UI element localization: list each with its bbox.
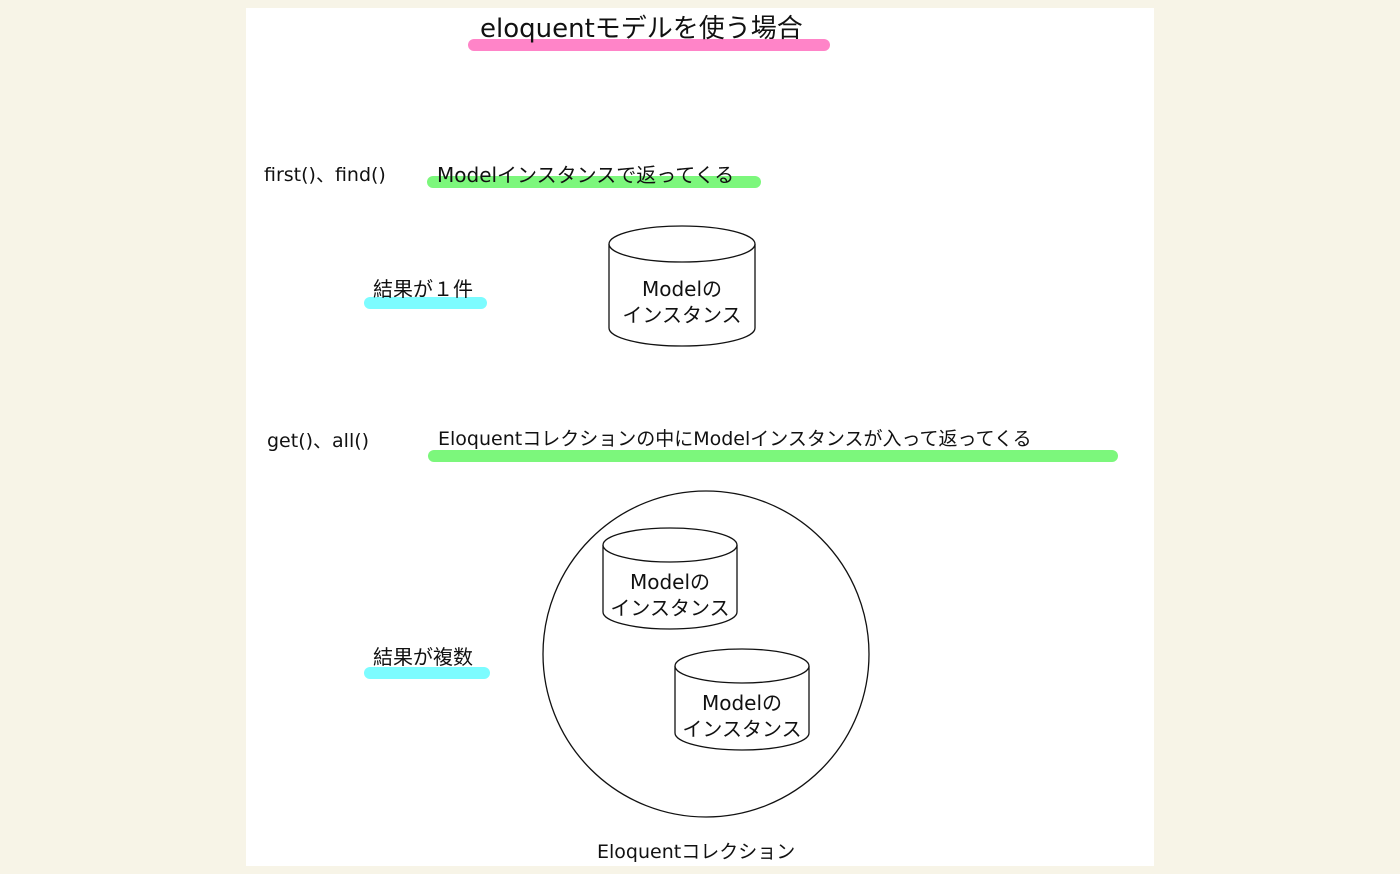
page-title: eloquentモデルを使う場合 [480, 14, 803, 44]
multiple-result-label: 結果が複数 [373, 645, 473, 669]
multiple-methods-label: get()、all() [267, 430, 370, 452]
single-methods-label: first()、find() [264, 164, 386, 186]
single-result-label: 結果が１件 [373, 277, 473, 301]
collection-instance-label-2: Modelの インスタンス [675, 690, 809, 742]
title-highlight [468, 39, 830, 51]
single-returns-label: Modelインスタンスで返ってくる [437, 163, 735, 187]
collection-label: Eloquentコレクション [597, 841, 796, 863]
collection-instance-1-line2: インスタンス [610, 596, 730, 620]
single-instance-line2: インスタンス [622, 303, 742, 327]
single-result-highlight [364, 297, 487, 309]
single-instance-label: Modelの インスタンス [609, 276, 755, 328]
single-returns-highlight [427, 176, 761, 188]
collection-instance-label-1: Modelの インスタンス [603, 569, 737, 621]
collection-instance-1-line1: Modelの [629, 570, 711, 594]
multiple-returns-label: Eloquentコレクションの中にModelインスタンスが入って返ってくる [438, 428, 1032, 450]
multiple-result-highlight [364, 667, 490, 679]
single-instance-line1: Modelの [641, 277, 723, 301]
collection-instance-2-line2: インスタンス [682, 717, 802, 741]
collection-instance-2-line1: Modelの [701, 691, 783, 715]
multiple-returns-highlight [428, 450, 1118, 462]
